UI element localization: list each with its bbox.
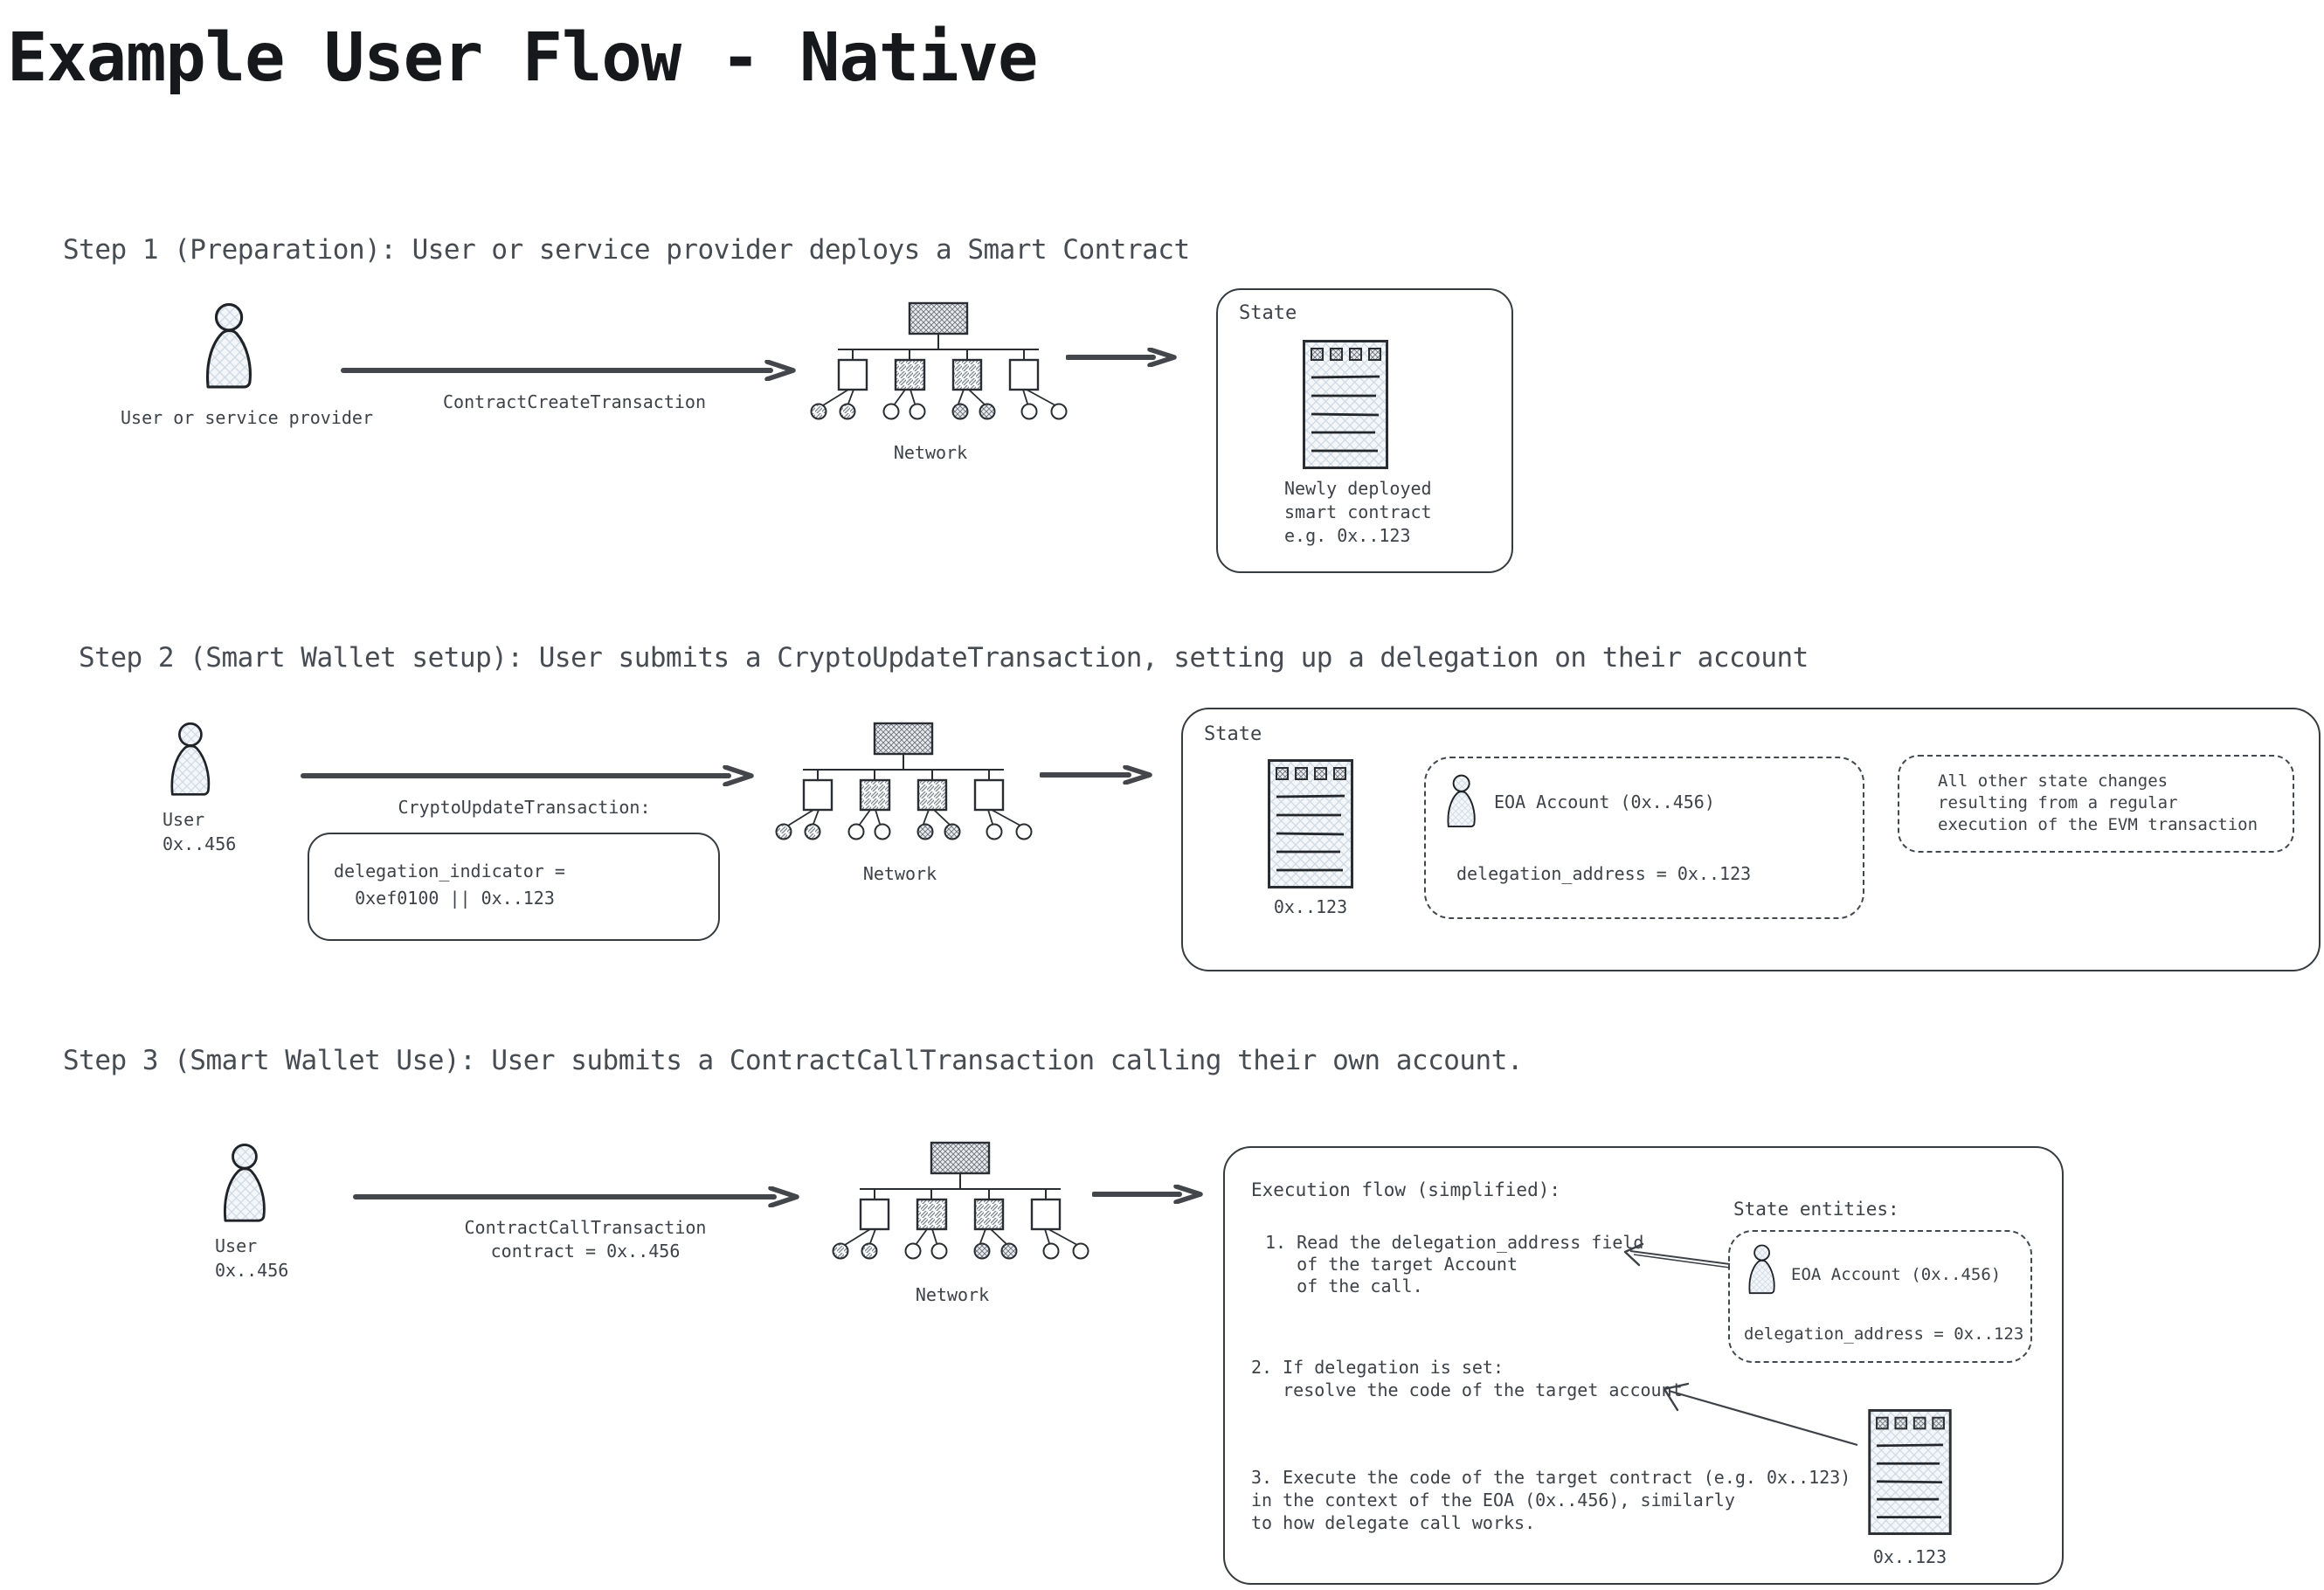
state-label: State [1204,723,1262,745]
eoa-account-box: EOA Account (0x..456) delegation_address… [1728,1230,2032,1363]
network-label: Network [915,1284,990,1305]
network-label: Network [893,442,968,463]
step-2-heading: Step 2 (Smart Wallet setup): User submit… [79,642,1809,674]
person-icon [1744,1244,1779,1295]
contract-caption: 0x..123 [1872,1546,1947,1567]
transaction-arrow-label: ContractCallTransaction contract = 0x..4… [464,1217,707,1262]
other-state-changes-note: All other state changes resulting from a… [1938,771,2258,834]
payload-text: delegation_indicator = 0xef0100 || 0x..1… [334,861,565,909]
transaction-arrow-label: CryptoUpdateTransaction: [398,797,651,818]
smart-contract-document-icon [1866,1408,1954,1536]
payload-box [308,833,720,941]
state-entities-title: State entities: [1733,1199,1899,1220]
step-3-heading: Step 3 (Smart Wallet Use): User submits … [63,1045,1524,1076]
contract-caption: Newly deployed smart contract e.g. 0x..1… [1284,478,1432,546]
network-tree-icon [830,1141,1092,1263]
contract-caption: 0x..123 [1273,896,1348,917]
eoa-account-box: EOA Account (0x..456) delegation_address… [1424,757,1864,919]
state-label: State [1239,302,1297,324]
network-label: Network [862,863,937,884]
eoa-delegation-field: delegation_address = 0x..123 [1456,863,1752,884]
arrow-right-icon [1040,765,1152,785]
eoa-account-title: EOA Account (0x..456) [1494,792,1715,812]
page-title: Example User Flow - Native [7,19,1038,97]
actor-label: User 0x..456 [163,809,237,854]
eoa-delegation-field: delegation_address = 0x..123 [1744,1324,2024,1344]
arrow-right-icon [353,1186,799,1207]
transaction-arrow-label: ContractCreateTransaction [442,391,707,412]
arrow-right-icon [341,360,796,381]
step-1-heading: Step 1 (Preparation): User or service pr… [63,234,1190,266]
arrow-right-icon [301,765,754,786]
actor-label: User 0x..456 [215,1235,289,1281]
pointer-arrow-icon [1663,1382,1858,1447]
execution-item-3: 3. Execute the code of the target contra… [1251,1467,1851,1533]
eoa-account-title: EOA Account (0x..456) [1791,1265,2002,1284]
pointer-arrow-icon [1623,1242,1731,1269]
arrow-right-icon [1092,1185,1203,1204]
execution-item-2: 2. If delegation is set: resolve the cod… [1251,1357,1683,1400]
actor-label: User or service provider [121,407,373,428]
execution-flow-title: Execution flow (simplified): [1251,1179,1561,1200]
other-state-changes-box: All other state changes resulting from a… [1898,755,2294,853]
person-icon [217,1143,271,1223]
execution-item-1: 1. Read the delegation_address field of … [1265,1232,1644,1296]
arrow-right-icon [1066,348,1177,367]
